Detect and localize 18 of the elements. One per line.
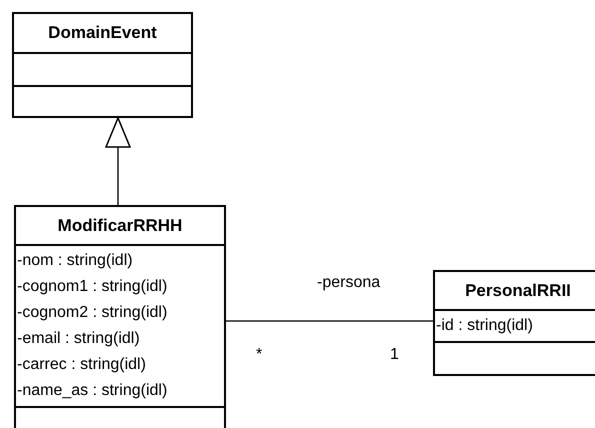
generalization-arrow xyxy=(105,117,131,205)
attribute-text: -cognom2 : string(idl) xyxy=(17,303,168,323)
attribute-text: -cognom1 : string(idl) xyxy=(17,277,168,297)
multiplicity-label: * xyxy=(256,346,262,364)
role-name: -persona xyxy=(317,274,380,292)
multiplicity-label: 1 xyxy=(390,346,399,364)
attribute-text: -carrec : string(idl) xyxy=(17,355,147,375)
class-box xyxy=(433,270,595,376)
class-name: ModificarRRHH xyxy=(58,216,182,236)
class-name: PersonalRRII xyxy=(465,280,571,300)
class-box xyxy=(14,205,226,428)
attribute-text: -id : string(idl) xyxy=(436,316,534,336)
class-name: DomainEvent xyxy=(48,23,157,43)
association-line xyxy=(226,320,433,322)
attribute-text: -email : string(idl) xyxy=(17,329,141,349)
attribute-text: -nom : string(idl) xyxy=(17,251,134,271)
attribute-text: -name_as : string(idl) xyxy=(17,381,168,401)
class-box xyxy=(12,12,193,118)
